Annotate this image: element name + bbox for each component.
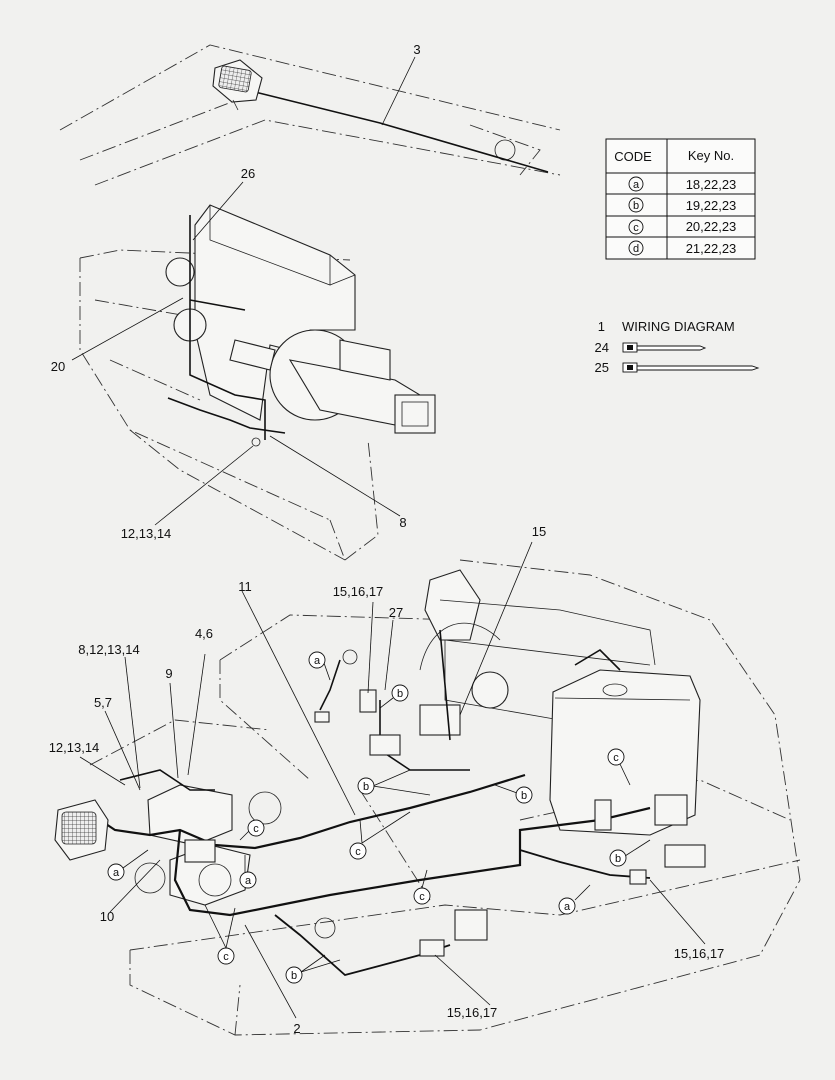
svg-text:b: b [363,781,369,793]
callout-5-7: 5,7 [94,695,112,710]
parts-legend: 1 WIRING DIAGRAM 24 25 [595,319,760,375]
callout-12-13-14-left: 12,13,14 [49,740,100,755]
legend-item-25-number: 25 [595,360,609,375]
legend-item-1-label: WIRING DIAGRAM [622,319,735,334]
svg-text:b: b [291,970,297,982]
callout-8-12-13-14: 8,12,13,14 [78,642,139,657]
cable-tie-short-icon [622,342,707,353]
svg-text:c: c [613,752,619,764]
svg-text:a: a [113,867,120,879]
callout-20: 20 [51,359,65,374]
code-marker-c: c [349,811,411,860]
svg-text:b: b [521,790,527,802]
code-table: CODE Key No. a 18,22,23 b 19,22,23 c 20,… [605,138,756,260]
code-table-row-code: a [633,179,640,191]
callout-15-16-17-right: 15,16,17 [674,946,725,961]
code-marker-a: a [558,884,591,915]
cable-tie-long-icon [622,362,760,373]
callout-10: 10 [100,909,114,924]
code-table-header-key: Key No. [688,148,734,163]
svg-text:b: b [615,853,621,865]
svg-text:a: a [564,901,571,913]
svg-text:b: b [397,688,403,700]
boom-assembly [59,44,561,186]
code-table-row-code: b [633,200,639,212]
code-marker-c: c [413,869,431,905]
code-table-header-code: CODE [614,149,652,164]
code-table-row-keys: 21,22,23 [686,241,737,256]
code-marker-b: b [609,839,651,867]
svg-text:c: c [419,891,425,903]
code-marker-a: a [308,651,331,681]
code-table-row-keys: 18,22,23 [686,177,737,192]
legend-item-24-number: 24 [595,340,609,355]
code-marker-c: c [204,904,236,965]
code-table-row-code: c [633,222,639,234]
callout-15-16-17-bottom: 15,16,17 [447,1005,498,1020]
callout-8: 8 [399,515,406,530]
upper-structure [89,559,801,1036]
legend-item-1-number: 1 [598,319,605,334]
svg-text:c: c [355,846,361,858]
code-marker-c: c [239,819,265,841]
leader-lines [71,56,706,1019]
callout-27: 27 [389,605,403,620]
code-table-row-keys: 19,22,23 [686,198,737,213]
code-marker-b: b [494,784,533,804]
callout-numbers: 3 26 20 8 12,13,14 15 11 15,16,17 27 4,6… [49,42,725,1036]
code-markers: a a a a b b b b b c c c c c [107,651,651,984]
callout-2: 2 [293,1021,300,1036]
code-marker-b: b [357,769,431,796]
callout-15: 15 [532,524,546,539]
svg-text:c: c [253,823,259,835]
callout-9: 9 [165,666,172,681]
callout-12-13-14-top: 12,13,14 [121,526,172,541]
code-marker-c: c [607,748,631,786]
callout-15-16-17-mid: 15,16,17 [333,584,384,599]
svg-text:a: a [245,875,252,887]
callout-26: 26 [241,166,255,181]
svg-text:a: a [314,655,321,667]
code-marker-b: b [285,954,341,984]
svg-text:c: c [223,951,229,963]
frame-work-light [54,799,109,861]
boom-work-light [212,59,263,111]
callout-11: 11 [238,579,252,594]
code-marker-a: a [107,849,149,881]
code-table-row-code: d [633,243,639,255]
callout-4-6: 4,6 [195,626,213,641]
code-marker-a: a [239,855,257,889]
engine-area [79,204,436,561]
code-table-row-keys: 20,22,23 [686,219,737,234]
callout-3: 3 [413,42,420,57]
code-marker-b: b [379,684,409,709]
